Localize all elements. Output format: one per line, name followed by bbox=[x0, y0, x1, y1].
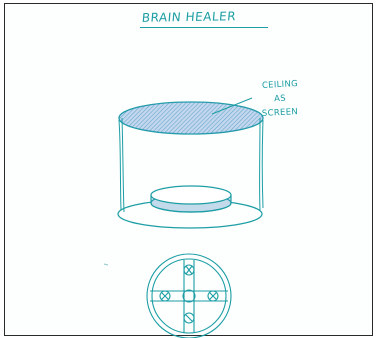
stray-mark bbox=[104, 264, 108, 265]
inner-platform bbox=[151, 186, 231, 212]
ceiling-screen bbox=[119, 102, 263, 134]
plan-view bbox=[147, 254, 231, 338]
